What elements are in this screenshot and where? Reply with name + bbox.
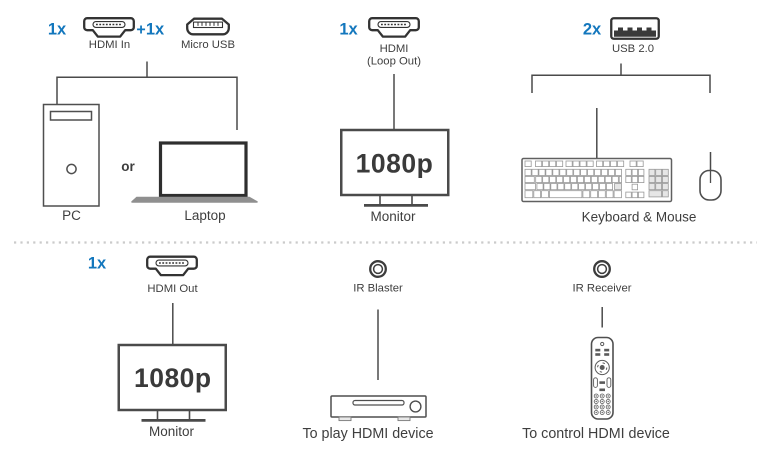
loop-out-monitor-label: Monitor: [370, 209, 416, 224]
connector-lines: [56, 61, 712, 380]
loop-out-resolution: 1080p: [356, 149, 434, 179]
remote-control-icon: [590, 336, 614, 420]
hdmi-out-label: HDMI Out: [147, 283, 198, 295]
ir-receiver-label: IR Receiver: [572, 283, 631, 295]
laptop-label: Laptop: [184, 208, 225, 223]
laptop-icon: [131, 141, 258, 203]
media-player-icon: [330, 395, 427, 422]
ir-emitter-icon: [593, 260, 611, 278]
play-device-caption: To play HDMI device: [302, 426, 433, 442]
loop-out-label-line2: (Loop Out): [367, 56, 421, 68]
micro-usb-connector-icon: [186, 17, 230, 36]
micro-usb-qty: 1x: [146, 21, 165, 39]
hdmi-out-qty: 1x: [88, 255, 107, 273]
hdmi-connector-icon: [368, 17, 420, 38]
pc-tower-icon: [42, 103, 100, 207]
usb-label: USB 2.0: [612, 43, 654, 55]
hdmi-in-qty: 1x: [48, 21, 67, 39]
hdmi-connector-icon: [146, 255, 198, 277]
hdmi-connector-icon: [83, 17, 135, 38]
plus-sign: +: [136, 22, 145, 39]
or-label: or: [121, 159, 135, 174]
ir-blaster-label: IR Blaster: [353, 283, 403, 295]
usb-qty: 2x: [583, 21, 602, 39]
hdmi-out-resolution: 1080p: [134, 363, 212, 393]
pc-label: PC: [62, 208, 81, 223]
keyboard-icon: [521, 157, 673, 203]
control-device-caption: To control HDMI device: [522, 426, 670, 442]
usb-a-connector-icon: [610, 17, 660, 40]
keyboard-mouse-label: Keyboard & Mouse: [582, 210, 697, 225]
hdmi-in-label: HDMI In: [89, 39, 130, 51]
mouse-icon: [699, 169, 722, 201]
ir-emitter-icon: [369, 260, 387, 278]
loop-out-label-line1: HDMI: [380, 43, 409, 55]
loop-out-qty: 1x: [339, 21, 358, 39]
hdmi-out-monitor-label: Monitor: [149, 424, 195, 439]
micro-usb-label: Micro USB: [181, 39, 235, 51]
